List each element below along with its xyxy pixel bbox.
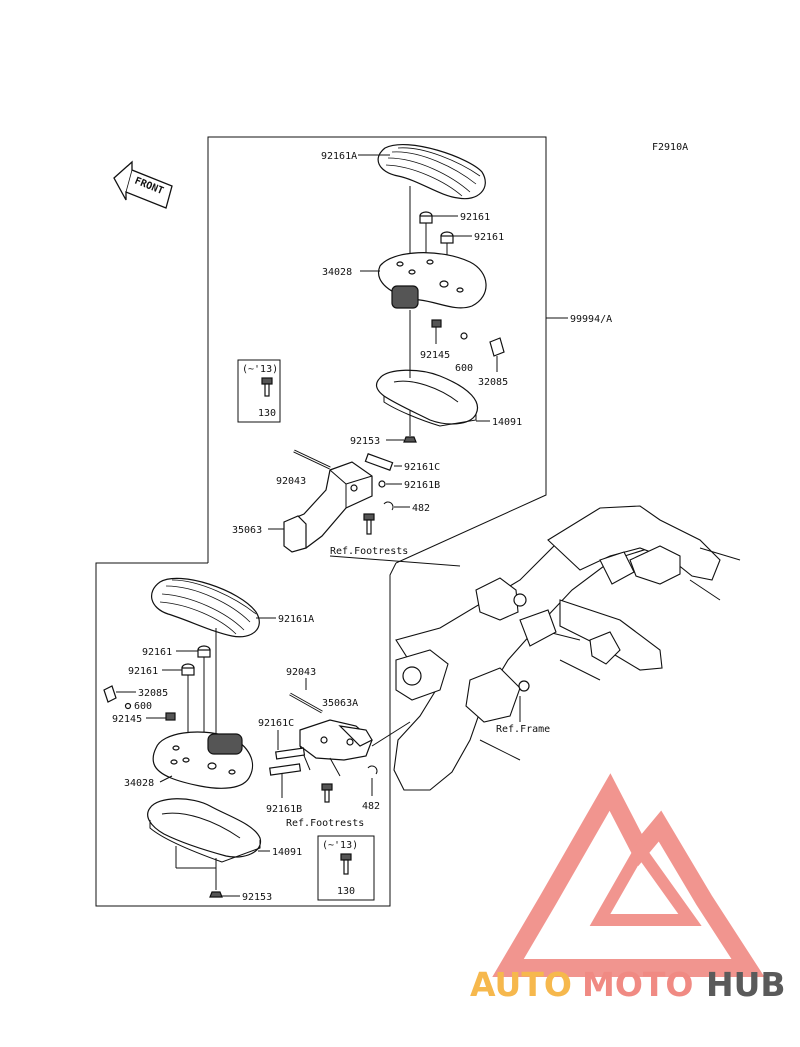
pin-icon: [293, 449, 331, 470]
upper-label-footboard-top: 92161A: [321, 151, 357, 162]
nut-icon: [403, 436, 417, 443]
footboard-base-icon: [147, 798, 262, 863]
upper-inset-part: 130: [258, 408, 276, 419]
lower-label-clip: 32085: [138, 688, 168, 699]
upper-label-pin: 92043: [276, 476, 306, 487]
lower-inset-note: (~'13): [322, 840, 358, 851]
lower-inset-box: [317, 835, 375, 901]
lower-label-nut: 92153: [242, 892, 272, 903]
upper-label-spring: 92145: [420, 350, 450, 361]
upper-label-ref: Ref.Footrests: [330, 546, 408, 557]
lower-label-ref: Ref.Footrests: [286, 818, 364, 829]
upper-label-clip: 32085: [478, 377, 508, 388]
upper-label-base: 14091: [492, 417, 522, 428]
lower-label-plate-c: 92161C: [258, 718, 294, 729]
footboard-top-icon: [151, 577, 260, 638]
motorcycle-frame-icon: [393, 505, 741, 791]
upper-label-assembly: 99994/A: [570, 314, 612, 325]
spring-icon: [431, 319, 442, 328]
lower-label-spring: 92145: [112, 714, 142, 725]
upper-label-plate-c: 92161C: [404, 462, 440, 473]
frame-ref-label: Ref.Frame: [496, 724, 550, 735]
lower-inset-part: 130: [337, 886, 355, 897]
lower-label-bracket: 34028: [124, 778, 154, 789]
lower-label-holder: 35063A: [322, 698, 358, 709]
footboard-top-icon: [377, 143, 486, 200]
ball-icon: [460, 332, 468, 340]
lower-label-plate-b: 92161B: [266, 804, 302, 815]
upper-label-nut: 92153: [350, 436, 380, 447]
damper-icon: [197, 645, 211, 658]
footboard-bracket-icon: [152, 731, 254, 789]
upper-inset-note: (~'13): [242, 364, 278, 375]
front-arrow-icon: FRONT: [113, 160, 173, 209]
lower-label-pin: 92043: [286, 667, 316, 678]
upper-group: 92161A 92161 92161 34028: [207, 136, 612, 567]
upper-label-plate-b: 92161B: [404, 480, 440, 491]
damper-icon: [440, 231, 454, 244]
watermark-text-moto: MOTO: [582, 965, 693, 1004]
lower-label-damper-2: 92161: [128, 666, 158, 677]
clip-icon: [103, 685, 117, 703]
spring-icon: [165, 712, 176, 721]
lower-label-ring: 482: [362, 801, 380, 812]
upper-label-ball: 600: [455, 363, 473, 374]
pin-icon: [289, 692, 323, 714]
upper-label-damper-2: 92161: [474, 232, 504, 243]
bolt-icon: [363, 513, 375, 535]
ring-icon: [383, 501, 394, 511]
holder-icon: [283, 461, 373, 553]
upper-label-ring: 482: [412, 503, 430, 514]
plate-c-icon: [275, 747, 306, 760]
damper-icon: [419, 211, 433, 224]
watermark-text-hub: HUB: [706, 965, 786, 1004]
upper-inset-box: [237, 359, 281, 423]
figure-code: F2910A: [652, 142, 688, 153]
holder-icon: [299, 719, 373, 777]
plate-b-icon: [269, 763, 302, 776]
plate-b-icon: [378, 480, 386, 488]
watermark-logo-icon: [492, 773, 765, 977]
bolt-icon: [261, 377, 273, 397]
clip-icon: [489, 337, 505, 357]
nut-icon: [209, 891, 223, 898]
lower-group: 92161A 92161 92161 32085 600 92145: [95, 562, 411, 907]
bolt-icon: [340, 853, 352, 875]
footboard-bracket-icon: [377, 252, 487, 309]
plate-c-icon: [364, 453, 394, 471]
upper-group-outline: [207, 136, 547, 564]
lower-label-damper-1: 92161: [142, 647, 172, 658]
lower-group-outline: [95, 562, 397, 907]
bolt-icon: [321, 783, 333, 803]
lower-label-ball: 600: [134, 701, 152, 712]
upper-label-damper-1: 92161: [460, 212, 490, 223]
watermark-text-auto: AUTO: [470, 965, 572, 1004]
lower-label-base: 14091: [272, 847, 302, 858]
footboard-base-icon: [375, 369, 478, 427]
damper-icon: [181, 663, 195, 676]
upper-label-holder: 35063: [232, 525, 262, 536]
lower-label-footboard-top: 92161A: [278, 614, 314, 625]
upper-label-bracket: 34028: [322, 267, 352, 278]
ball-icon: [124, 702, 132, 710]
ring-icon: [367, 765, 378, 775]
